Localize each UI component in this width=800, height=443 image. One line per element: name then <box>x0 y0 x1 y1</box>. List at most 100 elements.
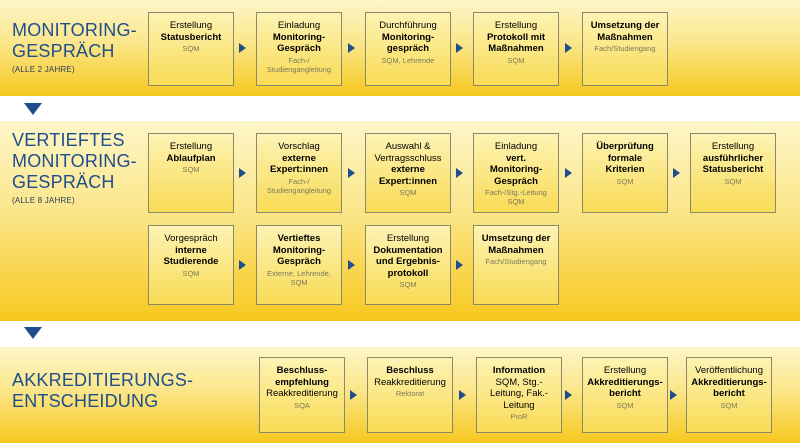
right-arrow-icon <box>565 168 572 178</box>
title-line: AKKREDITIERUNGS- <box>12 370 194 390</box>
section-title-vertieftes-monitoring: VERTIEFTES MONITORING- GESPRÄCH (ALLE 8 … <box>12 130 137 206</box>
step-text: Erstellung <box>169 20 213 31</box>
step-role: SQM <box>182 44 200 53</box>
title-line: GESPRÄCH <box>12 172 115 192</box>
step-role: SQM <box>507 55 525 65</box>
down-arrow-icon <box>24 103 42 115</box>
right-arrow-icon <box>456 43 463 53</box>
step-text: Einladung <box>277 20 321 31</box>
step-role: SQM <box>399 280 417 289</box>
step-text: Vorschlag <box>278 141 320 152</box>
step-emphasis: Monitoring-gespräch <box>381 31 435 55</box>
right-arrow-icon <box>459 390 466 400</box>
step-emphasis: Statusbericht <box>160 31 222 43</box>
step-text: Reakkreditierung <box>266 388 338 399</box>
step-role: SQM <box>720 400 738 410</box>
step-role: SQM <box>724 176 742 186</box>
right-arrow-icon <box>348 168 355 178</box>
right-arrow-icon <box>565 43 572 53</box>
title-line: MONITORING- <box>12 151 137 171</box>
right-arrow-icon <box>239 168 246 178</box>
title-line: ENTSCHEIDUNG <box>12 391 159 411</box>
right-arrow-icon <box>348 260 355 270</box>
step-emphasis: Beschluss <box>386 365 434 376</box>
section-subtitle: (ALLE 8 JAHRE) <box>12 196 75 205</box>
step-text: SQM, Stg.-Leitung, Fak.-Leitung <box>489 376 549 411</box>
step-role: SQA <box>294 400 310 410</box>
step-text: Erstellung <box>711 141 755 152</box>
title-line: GESPRÄCH <box>12 41 115 61</box>
step-role: Fach-/Studiengangleitung <box>266 55 332 74</box>
step-text: Reakkreditierung <box>374 376 446 388</box>
step-text: Vorgespräch <box>164 233 218 244</box>
step-text: Einladung <box>494 141 538 152</box>
right-arrow-icon <box>456 168 463 178</box>
step-role: ProR <box>510 412 528 421</box>
step-role: Fach/Studiengang <box>594 44 656 53</box>
step-emphasis: Monitoring-Gespräch <box>272 31 326 55</box>
right-arrow-icon <box>565 390 572 400</box>
right-arrow-icon <box>673 168 680 178</box>
step-text: Erstellung <box>386 233 430 244</box>
right-arrow-icon <box>239 260 246 270</box>
step-role: SQM, Lehrende <box>381 55 435 65</box>
title-line: VERTIEFTES <box>12 130 125 150</box>
section-subtitle: (ALLE 2 JAHRE) <box>12 65 75 74</box>
step-emphasis: Akkreditierungs-bericht <box>587 376 663 400</box>
step-text: Veröffentlichung <box>695 365 763 376</box>
step-emphasis: Ablaufplan <box>166 152 216 164</box>
right-arrow-icon <box>348 43 355 53</box>
step-text: Erstellung <box>603 365 647 376</box>
right-arrow-icon <box>456 260 463 270</box>
step-role: SQM <box>616 400 634 410</box>
section-title-akkreditierung: AKKREDITIERUNGS- ENTSCHEIDUNG <box>12 370 193 412</box>
step-emphasis: Akkreditierungs-bericht <box>691 376 767 400</box>
right-arrow-icon <box>670 390 677 400</box>
step-emphasis: Information <box>492 365 546 376</box>
step-role: Fach-/Studiengangleitung <box>266 176 332 195</box>
title-line: MONITORING- <box>12 20 137 40</box>
step-role: SQM <box>182 268 200 278</box>
step-role: Rektorat <box>395 389 425 398</box>
step-role: Fach/Studiengang <box>485 257 547 266</box>
right-arrow-icon <box>350 390 357 400</box>
step-text: Auswahl &Vertragsschluss <box>374 141 442 164</box>
step-role: Externe, Lehrende,SQM <box>267 268 331 287</box>
step-text: Durchführung <box>379 20 437 31</box>
down-arrow-icon <box>24 327 42 339</box>
step-role: SQM <box>616 176 634 186</box>
step-emphasis: vert.Monitoring-Gespräch <box>489 152 543 187</box>
step-text: Erstellung <box>169 141 213 152</box>
right-arrow-icon <box>239 43 246 53</box>
section-title-monitoring: MONITORING- GESPRÄCH (ALLE 2 JAHRE) <box>12 20 137 75</box>
step-emphasis: Beschluss-empfehlung <box>275 365 329 388</box>
